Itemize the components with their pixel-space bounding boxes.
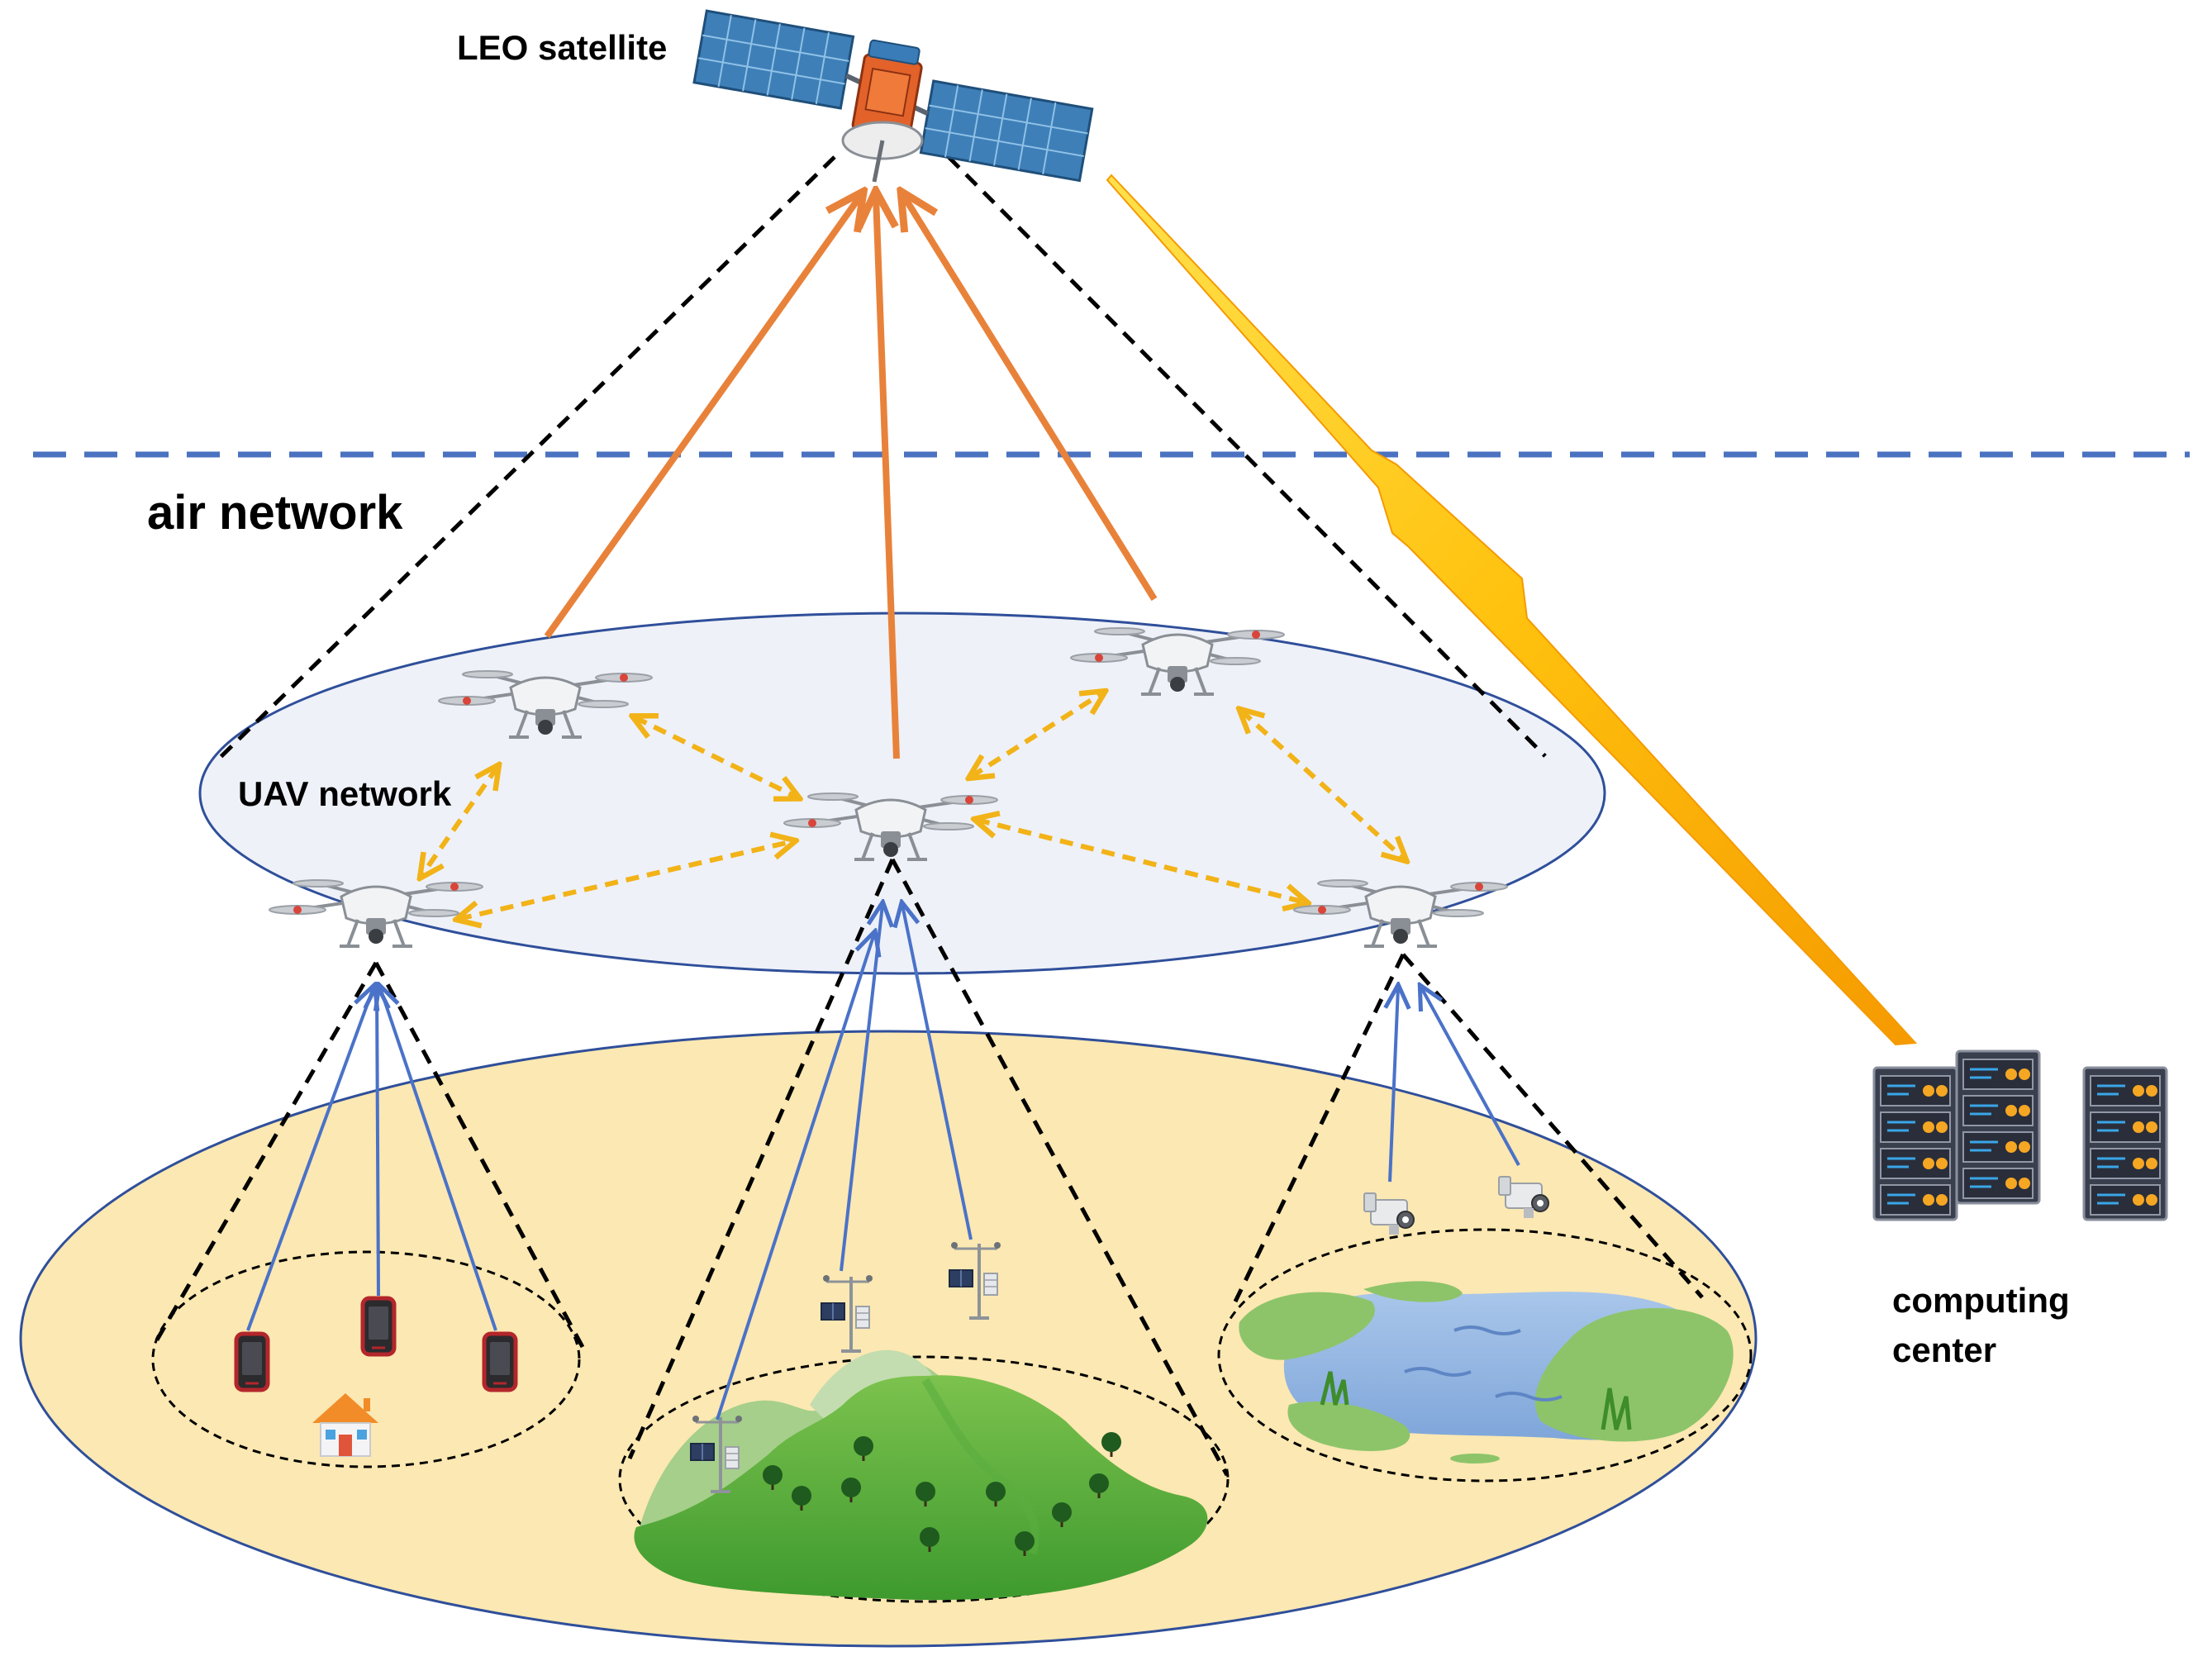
ground-link-phone-3 [380, 988, 497, 1331]
ground-coverage-cones [150, 858, 1704, 1477]
computing-center-label-line1: computing [1892, 1281, 2070, 1320]
satellite-coverage-left-edge [217, 155, 836, 760]
uav-to-satellite-links [544, 195, 1158, 759]
ground-area-mountain [618, 1355, 1230, 1603]
uplink-arrow-center [876, 195, 900, 759]
computing-center-label-line2: center [1892, 1330, 1996, 1369]
phone-icon [236, 1334, 268, 1390]
uav-link-2 [971, 692, 1103, 777]
ground-link-camera-1 [1390, 988, 1398, 1183]
ground-link-station-1 [716, 934, 874, 1421]
uplink-arrow-left [544, 195, 861, 639]
lake-icon [1239, 1281, 1734, 1463]
satellite-coverage-cone [217, 155, 1547, 760]
air-network-label: air network [147, 486, 403, 540]
satellite-label: LEO satellite [457, 28, 667, 67]
satellite-coverage-right-edge [947, 155, 1547, 758]
server-rack-icon [1872, 1049, 2168, 1221]
lightning-link-icon [1106, 174, 1918, 1046]
phone-icon [484, 1334, 516, 1390]
mountain-icon [634, 1349, 1208, 1601]
ground-link-phone-1 [246, 988, 373, 1331]
uav-link-1 [635, 717, 797, 797]
cone-right-edge-b [1401, 953, 1704, 1299]
ground-plane [19, 1030, 1758, 1648]
uav-link-4 [459, 841, 793, 919]
uav-mesh-links [421, 692, 1405, 919]
cone-center-edge-a [627, 858, 895, 1460]
ground-link-station-3 [902, 905, 973, 1240]
ground-link-station-2 [840, 905, 882, 1272]
uav-network-label: UAV network [238, 774, 452, 813]
phone-icon [363, 1298, 394, 1354]
ground-area-urban [151, 1250, 581, 1468]
ground-to-uav-links [246, 905, 1520, 1421]
ground-link-phone-2 [377, 988, 378, 1297]
ground-link-camera-2 [1421, 988, 1520, 1166]
uav-link-6 [1241, 711, 1405, 859]
uav-link-5 [977, 820, 1306, 902]
cone-right-edge-a [1233, 953, 1406, 1303]
satellite-icon [692, 9, 1094, 183]
cone-center-edge-b [890, 858, 1230, 1477]
ground-area-lake [1217, 1228, 1753, 1482]
uplink-arrow-right [903, 195, 1158, 602]
uav-link-3 [421, 767, 497, 876]
drone-icon [268, 878, 484, 948]
house-icon [312, 1393, 378, 1457]
